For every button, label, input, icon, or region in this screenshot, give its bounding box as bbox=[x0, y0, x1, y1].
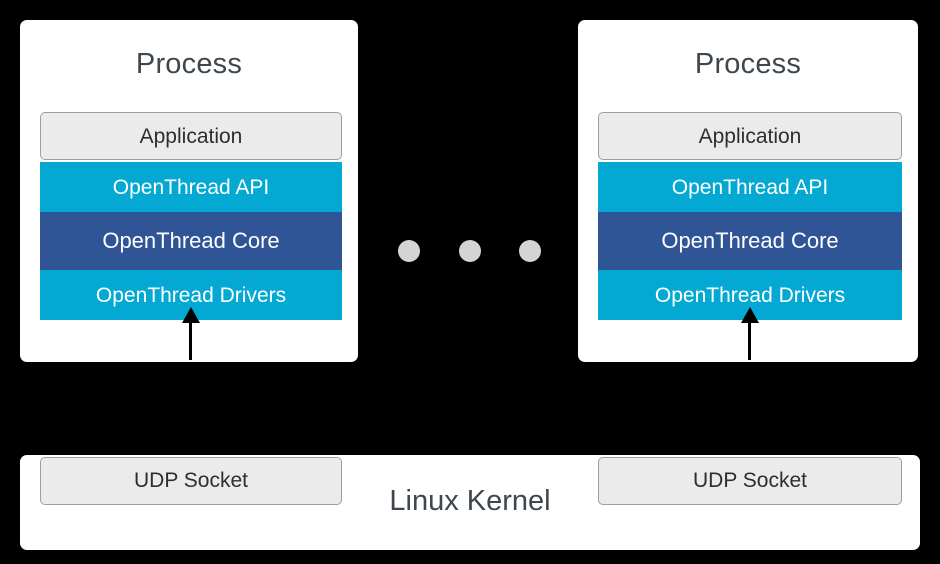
process-title-left: Process bbox=[135, 48, 243, 80]
ellipsis-dot-icon bbox=[398, 240, 420, 262]
udp-socket-box-left: UDP Socket bbox=[40, 457, 342, 505]
stack-layer-openthread-core-right: OpenThread Core bbox=[598, 212, 902, 270]
ellipsis-dot-icon bbox=[459, 240, 481, 262]
more-processes-ellipsis bbox=[398, 240, 542, 264]
stack-layer-application-right: Application bbox=[598, 112, 902, 160]
openthread-stack-left: Application OpenThread API OpenThread Co… bbox=[40, 112, 342, 320]
udp-socket-box-right: UDP Socket bbox=[598, 457, 902, 505]
stack-layer-openthread-api-left: OpenThread API bbox=[40, 162, 342, 212]
process-title-right: Process bbox=[694, 48, 802, 80]
process-panel-right: Process Application OpenThread API OpenT… bbox=[578, 20, 918, 362]
stack-layer-application-left: Application bbox=[40, 112, 342, 160]
linux-kernel-title: Linux Kernel bbox=[389, 485, 551, 517]
process-panel-left: Process Application OpenThread API OpenT… bbox=[20, 20, 358, 362]
stack-layer-openthread-api-right: OpenThread API bbox=[598, 162, 902, 212]
stack-layer-openthread-core-left: OpenThread Core bbox=[40, 212, 342, 270]
ellipsis-dot-icon bbox=[519, 240, 541, 262]
udp-socket-link-arrow-left bbox=[189, 316, 192, 360]
openthread-stack-right: Application OpenThread API OpenThread Co… bbox=[598, 112, 902, 320]
udp-socket-link-arrow-right bbox=[748, 316, 751, 360]
